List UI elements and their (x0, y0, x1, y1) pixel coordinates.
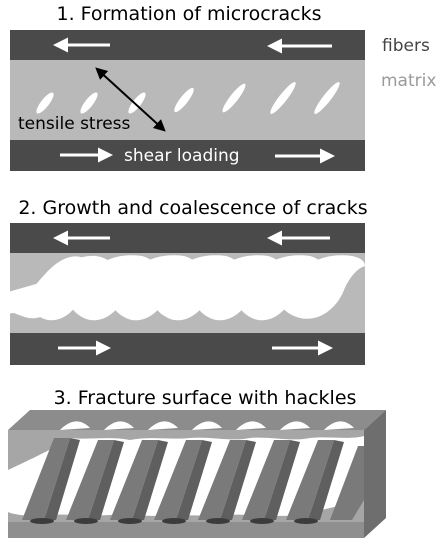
tensile-stress-arrow (95, 67, 166, 132)
fibers-label: fibers (382, 36, 430, 56)
panel-1-title: 1. Formation of microcracks (57, 3, 322, 25)
tensile-stress-label: tensile stress (18, 114, 131, 134)
hackle-tips (60, 421, 354, 430)
hackle-base-shadows (30, 518, 318, 524)
panel-3-title: 3. Fracture surface with hackles (54, 387, 357, 409)
matrix-label: matrix (381, 71, 436, 91)
panel-2-title: 2. Growth and coalescence of cracks (18, 197, 367, 219)
fracture-block (8, 410, 386, 538)
shear-loading-label: shear loading (124, 146, 240, 166)
panel-2-coalesced-cracks (8, 255, 365, 321)
hackle-lamellae (22, 438, 364, 520)
